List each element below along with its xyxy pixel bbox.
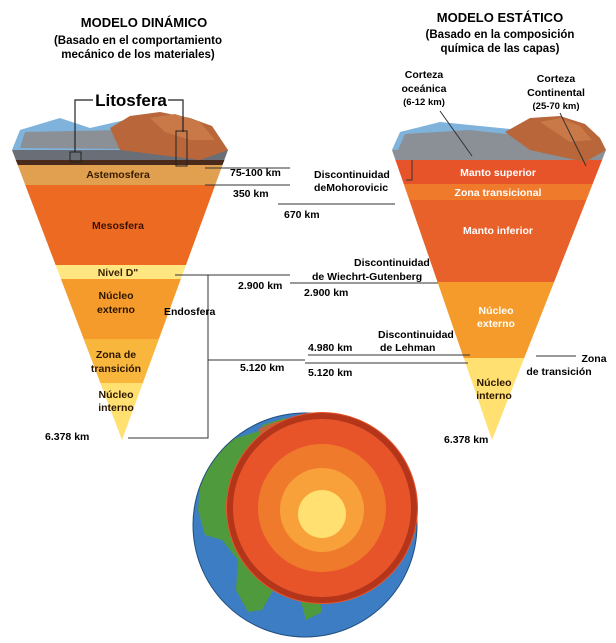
left-cone: Litosfera Astemosfera Mesosfera Nivel D"… — [12, 91, 228, 443]
continental-1: Corteza — [537, 73, 576, 85]
endosfera-label: Endosfera — [164, 306, 216, 318]
earth-globe — [192, 412, 418, 638]
right-title: MODELO ESTÁTICO — [437, 10, 563, 25]
manto-superior-label: Manto superior — [460, 167, 536, 179]
right-mountain — [540, 118, 592, 142]
left-litho-box-2 — [175, 130, 188, 167]
moho-pointer — [406, 160, 413, 181]
right-nucleo-interno-1: Núcleo — [476, 377, 511, 389]
nivel-d-label: Nivel D" — [98, 267, 139, 279]
right-nucleo-externo-2: externo — [477, 318, 515, 330]
left-nucleo-externo-1: Núcleo — [98, 290, 133, 302]
right-zona-transicional-layer — [392, 184, 606, 200]
left-subtitle-1: (Basado en el comportamiento — [54, 35, 222, 47]
cut-crust-ring — [227, 413, 417, 603]
manto-inferior-label: Manto inferior — [463, 225, 533, 237]
moho-1: Discontinuidad — [314, 169, 390, 181]
zona-label-1: Zona — [581, 353, 606, 365]
wiechert-1: Discontinuidad — [354, 257, 430, 269]
right-title-block: MODELO ESTÁTICO (Basado en la composició… — [426, 10, 575, 55]
oceanica-2: oceánica — [402, 83, 447, 95]
globe-outline — [192, 412, 418, 638]
left-zona-1: Zona de — [96, 349, 136, 361]
left-nucleo-interno-2: interno — [98, 402, 134, 414]
left-title: MODELO DINÁMICO — [81, 15, 207, 30]
left-depth-bottom: 6.378 km — [45, 431, 89, 443]
oceanica-pointer — [439, 110, 473, 157]
left-subtitle-2: mecánico de los materiales) — [61, 49, 215, 61]
continental-pointer — [559, 112, 587, 167]
zona-label-2: de transición — [526, 366, 591, 378]
left-nucleo-interno-1: Núcleo — [98, 389, 133, 401]
right-nucleo-externo-1: Núcleo — [478, 305, 513, 317]
right-manto-superior-layer — [392, 160, 606, 184]
cut-inner-core — [298, 490, 346, 538]
km-350: 350 km — [233, 188, 269, 200]
lehman-1: Discontinuidad — [378, 329, 454, 341]
km-670: 670 km — [284, 209, 320, 221]
oceanica-1: Corteza — [405, 69, 444, 81]
middle-annotations: 75-100 km 350 km Discontinuidad deMohoro… — [175, 160, 470, 379]
left-zona-2: transición — [91, 363, 141, 375]
km-75-100: 75-100 km — [230, 167, 281, 179]
litosfera-label: Litosfera — [95, 91, 167, 110]
right-subtitle-1: (Basado en la composición — [426, 29, 575, 41]
continental-2: Continental — [527, 87, 585, 99]
mesosfera-label: Mesosfera — [92, 220, 144, 232]
left-nucleo-externo-2: externo — [97, 304, 135, 316]
km-5120-left: 5.120 km — [240, 362, 284, 374]
wiechert-2: de Wiechrt-Gutenberg — [312, 271, 422, 283]
zona-transicional-label: Zona transicional — [455, 187, 542, 199]
litosfera-bracket — [74, 99, 184, 152]
right-manto-inferior-layer — [392, 200, 606, 282]
left-title-block: MODELO DINÁMICO (Basado en el comportami… — [54, 15, 222, 61]
km-4980: 4.980 km — [308, 342, 352, 354]
left-zona-transicion-layer — [12, 339, 228, 383]
left-nivel-d-layer — [12, 265, 228, 279]
continental-3: (25-70 km) — [533, 101, 580, 112]
km-2900-right: 2.900 km — [304, 287, 348, 299]
km-2900-left: 2.900 km — [238, 280, 282, 292]
right-depth-bottom: 6.378 km — [444, 434, 488, 446]
oceanica-3: (6-12 km) — [403, 97, 445, 108]
astenosfera-label: Astemosfera — [86, 169, 150, 181]
right-nucleo-interno-2: interno — [476, 390, 512, 402]
right-subtitle-2: química de las capas) — [441, 43, 560, 55]
km-5120-right: 5.120 km — [308, 367, 352, 379]
lehman-2: de Lehman — [380, 342, 435, 354]
left-astenosfera-layer — [12, 165, 228, 185]
left-litho-dark — [12, 160, 228, 165]
moho-2: deMohorovicic — [314, 182, 388, 194]
